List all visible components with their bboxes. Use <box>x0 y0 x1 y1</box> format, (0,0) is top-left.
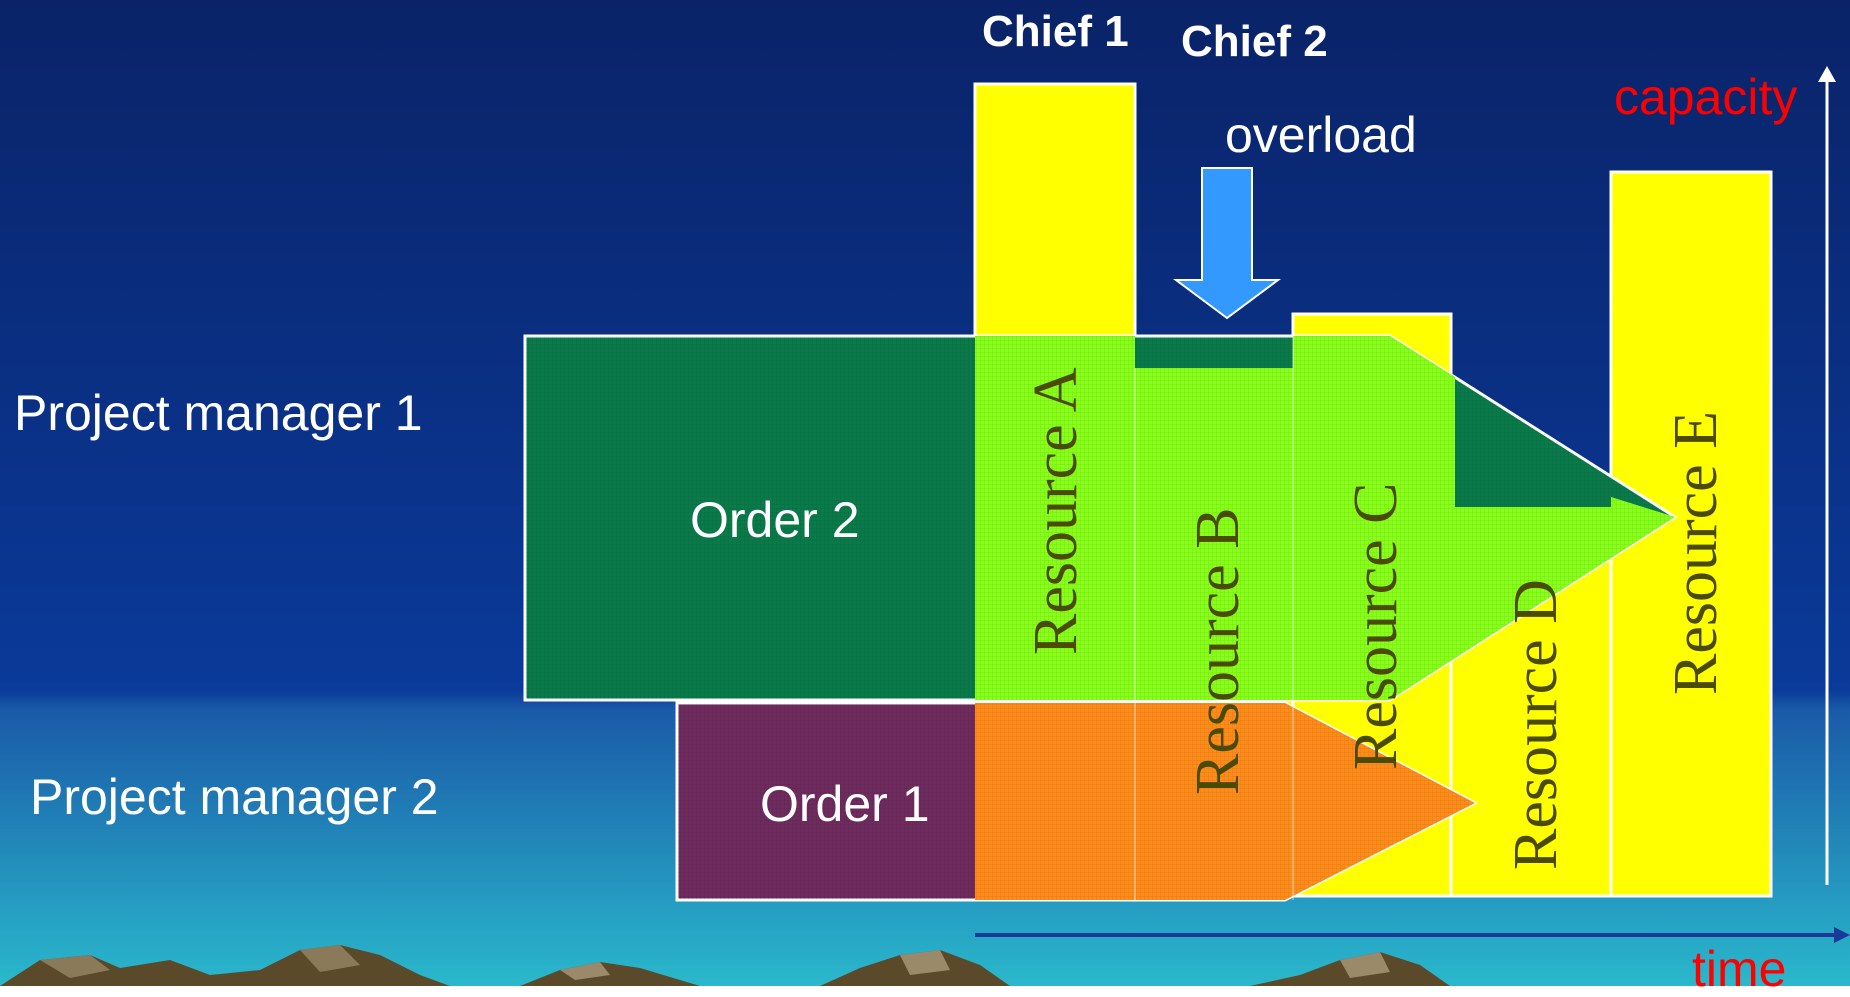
project-manager-2-label: Project manager 2 <box>30 769 439 825</box>
resource-b-label: Resource B <box>1184 507 1252 795</box>
capacity-axis-arrowhead-icon <box>1818 66 1836 82</box>
time-label: time <box>1692 941 1787 997</box>
resource-a-label: Resource A <box>1022 367 1090 655</box>
resource-e-label: Resource E <box>1662 411 1730 695</box>
overlap-column-lines <box>1134 336 1294 900</box>
resource-c-label: Resource C <box>1342 482 1410 770</box>
overload-arrow-icon <box>1172 167 1282 320</box>
order-1-arrow <box>675 701 1479 902</box>
time-axis-arrowhead-icon <box>1834 927 1850 943</box>
overload-label: overload <box>1225 107 1417 163</box>
order-2-label: Order 2 <box>690 492 860 548</box>
resource-labels: Resource A Resource B Resource C Resourc… <box>1022 367 1730 870</box>
order-2-arrow <box>523 334 1678 702</box>
mountain-range <box>0 945 1450 986</box>
capacity-label: capacity <box>1614 69 1798 125</box>
order-1-label: Order 1 <box>760 776 930 832</box>
project-manager-1-label: Project manager 1 <box>14 385 423 441</box>
chief-1-label: Chief 1 <box>982 7 1129 56</box>
resource-d-label: Resource D <box>1502 579 1570 870</box>
chief-2-label: Chief 2 <box>1181 17 1328 66</box>
